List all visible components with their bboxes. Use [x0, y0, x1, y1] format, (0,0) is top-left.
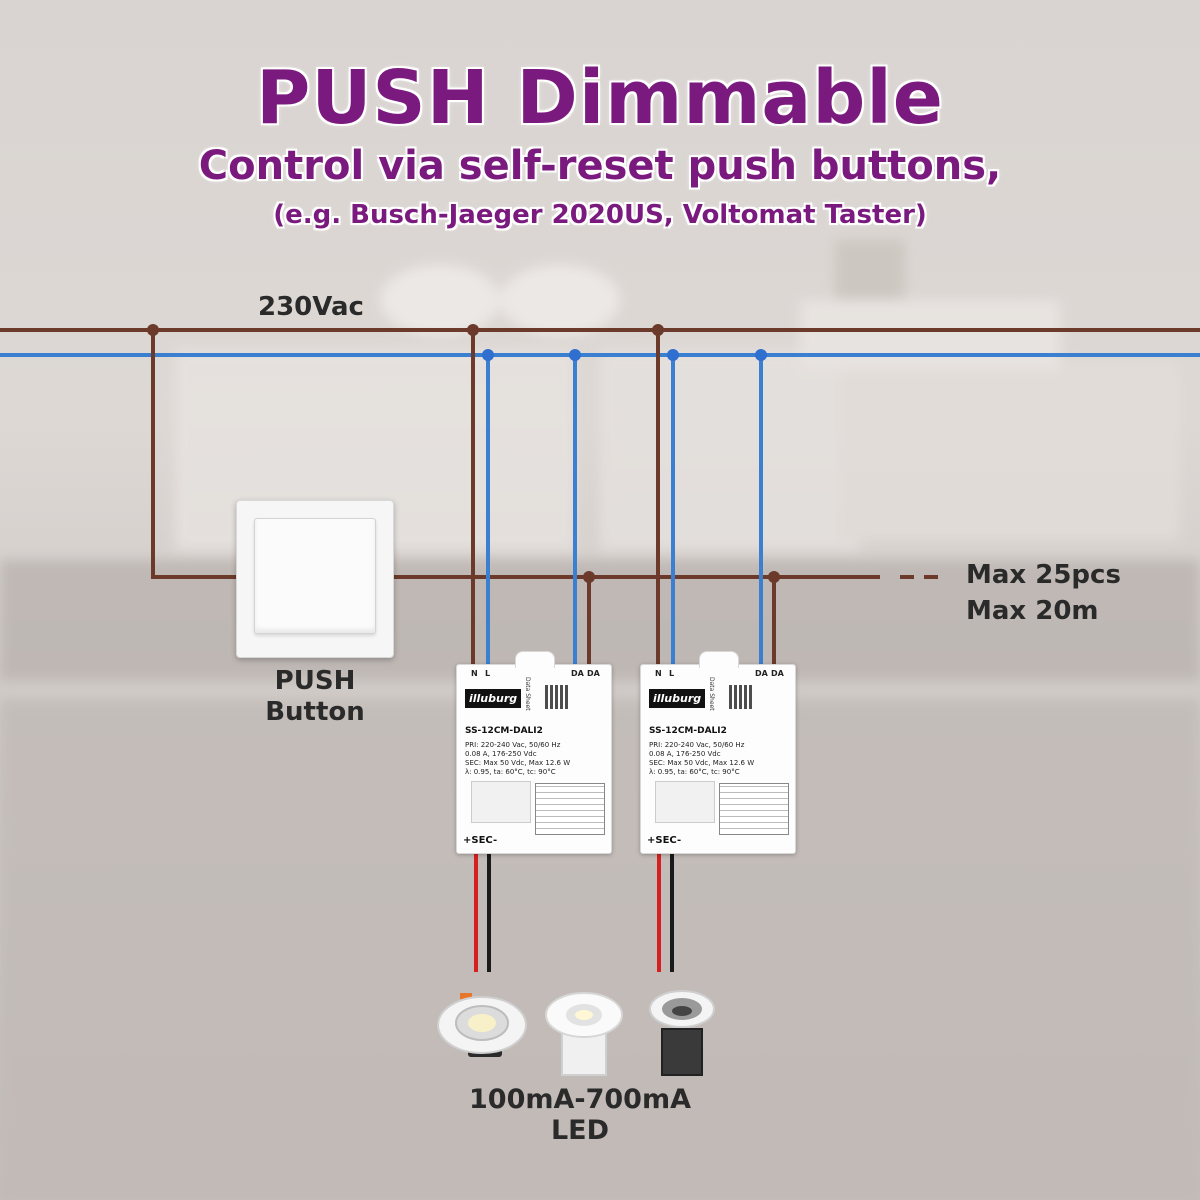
junction-node: [583, 571, 595, 583]
led-driver-module-2: N L DA DA illuburg Data Sheet SS-12CM-DA…: [640, 651, 796, 854]
qr-code-icon: [729, 685, 753, 709]
dip-switch-cover: [471, 781, 531, 823]
junction-node: [652, 324, 664, 336]
output-setting-table: [719, 783, 789, 835]
spec-pri-line1: PRI: 220-240 Vac, 50/60 Hz: [465, 741, 561, 749]
spec-lambda-line: λ: 0.95, ta: 60°C, tc: 90°C: [649, 768, 740, 776]
terminal-l: L: [669, 669, 675, 678]
terminal-da1: DA: [571, 669, 584, 678]
led-type-text: LED: [550, 1115, 610, 1146]
qr-code-icon: [545, 685, 569, 709]
push-button-switch-icon: [236, 500, 394, 658]
module-tab: [699, 651, 739, 668]
module-tab: [515, 651, 555, 668]
model-number: SS-12CM-DALI2: [465, 726, 543, 736]
push-label-line1: PUSH: [274, 666, 356, 696]
live-to-switch-wire: [151, 330, 240, 579]
supply-voltage-label: 230Vac: [258, 292, 364, 322]
junction-node: [147, 324, 159, 336]
push-button-label: PUSH Button: [230, 666, 400, 728]
terminal-n: N: [471, 669, 478, 678]
downlight-white-icon: [545, 992, 623, 1076]
junction-node: [569, 349, 581, 361]
output-label: +SEC-: [463, 835, 498, 846]
page-title: PUSH Dimmable: [256, 55, 944, 141]
max-length-label: Max 20m: [966, 596, 1099, 626]
output-setting-table: [535, 783, 605, 835]
example-note: (e.g. Busch-Jaeger 2020US, Voltomat Tast…: [273, 200, 927, 230]
spec-pri-line2: 0.08 A, 176-250 Vdc: [649, 750, 721, 758]
junction-node: [467, 324, 479, 336]
datasheet-label: Data Sheet: [708, 677, 715, 711]
model-number: SS-12CM-DALI2: [649, 726, 727, 736]
output-label: +SEC-: [647, 835, 682, 846]
terminal-n: N: [655, 669, 662, 678]
junction-node: [667, 349, 679, 361]
led-range-text: 100mA-700mA: [469, 1084, 691, 1115]
terminal-da1: DA: [755, 669, 768, 678]
junction-node: [768, 571, 780, 583]
datasheet-label: Data Sheet: [524, 677, 531, 711]
spec-sec-line: SEC: Max 50 Vdc, Max 12.6 W: [465, 759, 571, 767]
junction-node: [755, 349, 767, 361]
led-load-label: 100mA-700mA LED: [440, 1084, 720, 1146]
downlight-black-icon: [649, 990, 715, 1076]
junction-node: [482, 349, 494, 361]
led-driver-module-1: N L DA DA illuburg Data Sheet SS-12CM-DA…: [456, 651, 612, 854]
spec-lambda-line: λ: 0.95, ta: 60°C, tc: 90°C: [465, 768, 556, 776]
terminal-da2: DA: [587, 669, 600, 678]
spec-sec-line: SEC: Max 50 Vdc, Max 12.6 W: [649, 759, 755, 767]
spec-pri-line2: 0.08 A, 176-250 Vdc: [465, 750, 537, 758]
terminal-da2: DA: [771, 669, 784, 678]
brand-logo: illuburg: [465, 689, 522, 708]
terminal-l: L: [485, 669, 491, 678]
spec-pri-line1: PRI: 220-240 Vac, 50/60 Hz: [649, 741, 745, 749]
dip-switch-cover: [655, 781, 715, 823]
max-pcs-label: Max 25pcs: [966, 560, 1121, 590]
page-subtitle: Control via self-reset push buttons,: [198, 143, 1002, 189]
downlight-gimbal-icon: [437, 993, 527, 1057]
rocker-plate: [254, 518, 376, 634]
brand-logo: illuburg: [649, 689, 706, 708]
push-label-line2: Button: [265, 697, 365, 727]
downlights-group: [437, 990, 715, 1076]
